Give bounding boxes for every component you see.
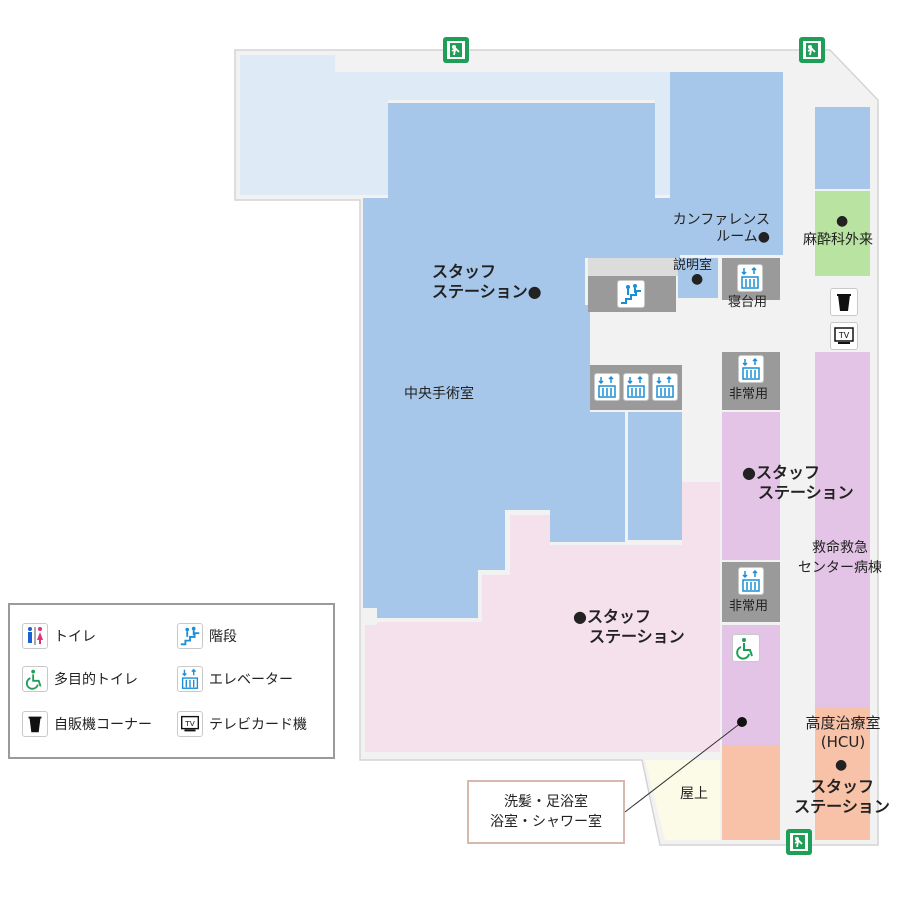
- elevator-icon: [652, 373, 678, 401]
- hcu-line-2: (HCU): [820, 733, 866, 751]
- room-explanation: [678, 258, 718, 298]
- wheelchair-icon: [22, 666, 48, 692]
- staff-station-line-2: ステーション: [589, 627, 685, 646]
- staff-station-hcu-label: スタッフ ステーション: [786, 777, 898, 817]
- toilet-icon: [22, 623, 48, 649]
- hcu-line-1: 高度治療室: [805, 714, 881, 732]
- vending-cup-icon: [830, 288, 858, 316]
- room-lavender-right: [815, 352, 870, 707]
- vending-cup-icon: [22, 711, 48, 737]
- legend: トイレ 階段 多目的トイレ エレベーター 自販機コーナー TV テレビカード機: [8, 603, 335, 759]
- rooftop-area: [645, 760, 720, 840]
- legend-item-elevator: エレベーター: [177, 666, 293, 692]
- hcu-label: 高度治療室 (HCU): [790, 714, 896, 752]
- emergency-ward-line-2: センター病棟: [798, 560, 882, 576]
- legend-item-tv-card: TV テレビカード機: [177, 711, 307, 737]
- corridor-strip: [588, 258, 683, 276]
- anesthesia-outpatient-label: 麻酔科外来: [803, 232, 873, 248]
- emergency-elevator-label-2: 非常用: [729, 599, 769, 614]
- staff-station-line-1: ●スタッフ: [742, 463, 820, 482]
- tv-icon: TV: [830, 322, 858, 350]
- legend-label-toilet: トイレ: [54, 629, 96, 645]
- legend-item-accessible-toilet: 多目的トイレ: [22, 666, 138, 692]
- explanation-room-dot: ●: [691, 271, 704, 287]
- emergency-ward-label: 救命救急 センター病棟: [782, 538, 898, 578]
- room-pink: [365, 482, 720, 752]
- room-top-light-blue: [240, 55, 670, 195]
- elevator-icon: [594, 373, 620, 401]
- stairs-icon: [177, 623, 203, 649]
- room-hcu-right: [815, 707, 870, 840]
- elevator-icon: [738, 567, 764, 595]
- callout-line-1: 洗髪・足浴室: [504, 794, 588, 810]
- room-lavender-middle: [722, 412, 780, 560]
- legend-label-elevator: エレベーター: [209, 672, 293, 688]
- conference-room-label: カンファレンス ルーム●: [648, 212, 770, 246]
- emergency-exit-icon: [786, 829, 812, 855]
- stairs-icon: [617, 280, 645, 308]
- elevator-icon: [737, 264, 763, 292]
- explanation-room-label: 説明室: [673, 258, 713, 273]
- legend-item-stairs: 階段: [177, 623, 237, 649]
- rooftop-label: 屋上: [680, 786, 708, 802]
- staff-station-line-2: ステーション: [758, 483, 854, 502]
- legend-label-tv-card: テレビカード機: [209, 717, 307, 733]
- staff-station-or-label: スタッフ ステーション●: [432, 262, 542, 302]
- staff-station-pink-label: ●スタッフ ステーション: [573, 607, 685, 647]
- staff-station-line-1: スタッフ: [432, 262, 497, 281]
- operating-room-label: 中央手術室: [404, 386, 474, 402]
- svg-text:TV: TV: [184, 719, 195, 728]
- emergency-exit-icon: [443, 37, 469, 63]
- tv-icon: TV: [177, 711, 203, 737]
- hcu-dot: ●: [835, 757, 848, 773]
- emergency-exit-icon: [799, 37, 825, 63]
- staff-station-line-2: ステーション●: [432, 282, 542, 301]
- wheelchair-icon: [732, 634, 760, 662]
- callout-leader-line: [624, 721, 743, 813]
- room-anesthesia: [815, 191, 870, 276]
- legend-item-toilet: トイレ: [22, 623, 96, 649]
- callout-line-2: 浴室・シャワー室: [490, 814, 602, 830]
- legend-label-stairs: 階段: [209, 629, 237, 645]
- room-right-blue: [815, 107, 870, 189]
- conference-line-2: ルーム●: [716, 229, 770, 245]
- shower-room-callout: 洗髪・足浴室 浴室・シャワー室: [467, 780, 625, 844]
- room-operating: [363, 72, 783, 618]
- bed-elevator-label: 寝台用: [728, 295, 768, 310]
- staff-station-line-1: ●スタッフ: [573, 607, 651, 626]
- room-blue-column: [628, 412, 682, 540]
- room-hcu-left: [722, 745, 780, 840]
- elevator-icon: [738, 355, 764, 383]
- emergency-elevator-label-1: 非常用: [729, 387, 769, 402]
- elevator-icon: [623, 373, 649, 401]
- staff-station-right-label: ●スタッフ ステーション: [742, 463, 854, 503]
- svg-text:TV: TV: [838, 331, 850, 340]
- emergency-ward-line-1: 救命救急: [812, 540, 868, 556]
- staff-station-line-1: スタッフ: [809, 777, 874, 796]
- conference-line-1: カンファレンス: [672, 212, 770, 228]
- legend-label-vending: 自販機コーナー: [54, 717, 152, 733]
- staff-station-line-2: ステーション: [794, 797, 890, 816]
- anesthesia-dot: ●: [836, 213, 849, 229]
- legend-label-accessible-toilet: 多目的トイレ: [54, 672, 138, 688]
- dot-shower-room: [737, 717, 747, 727]
- elevator-icon: [177, 666, 203, 692]
- legend-item-vending: 自販機コーナー: [22, 711, 152, 737]
